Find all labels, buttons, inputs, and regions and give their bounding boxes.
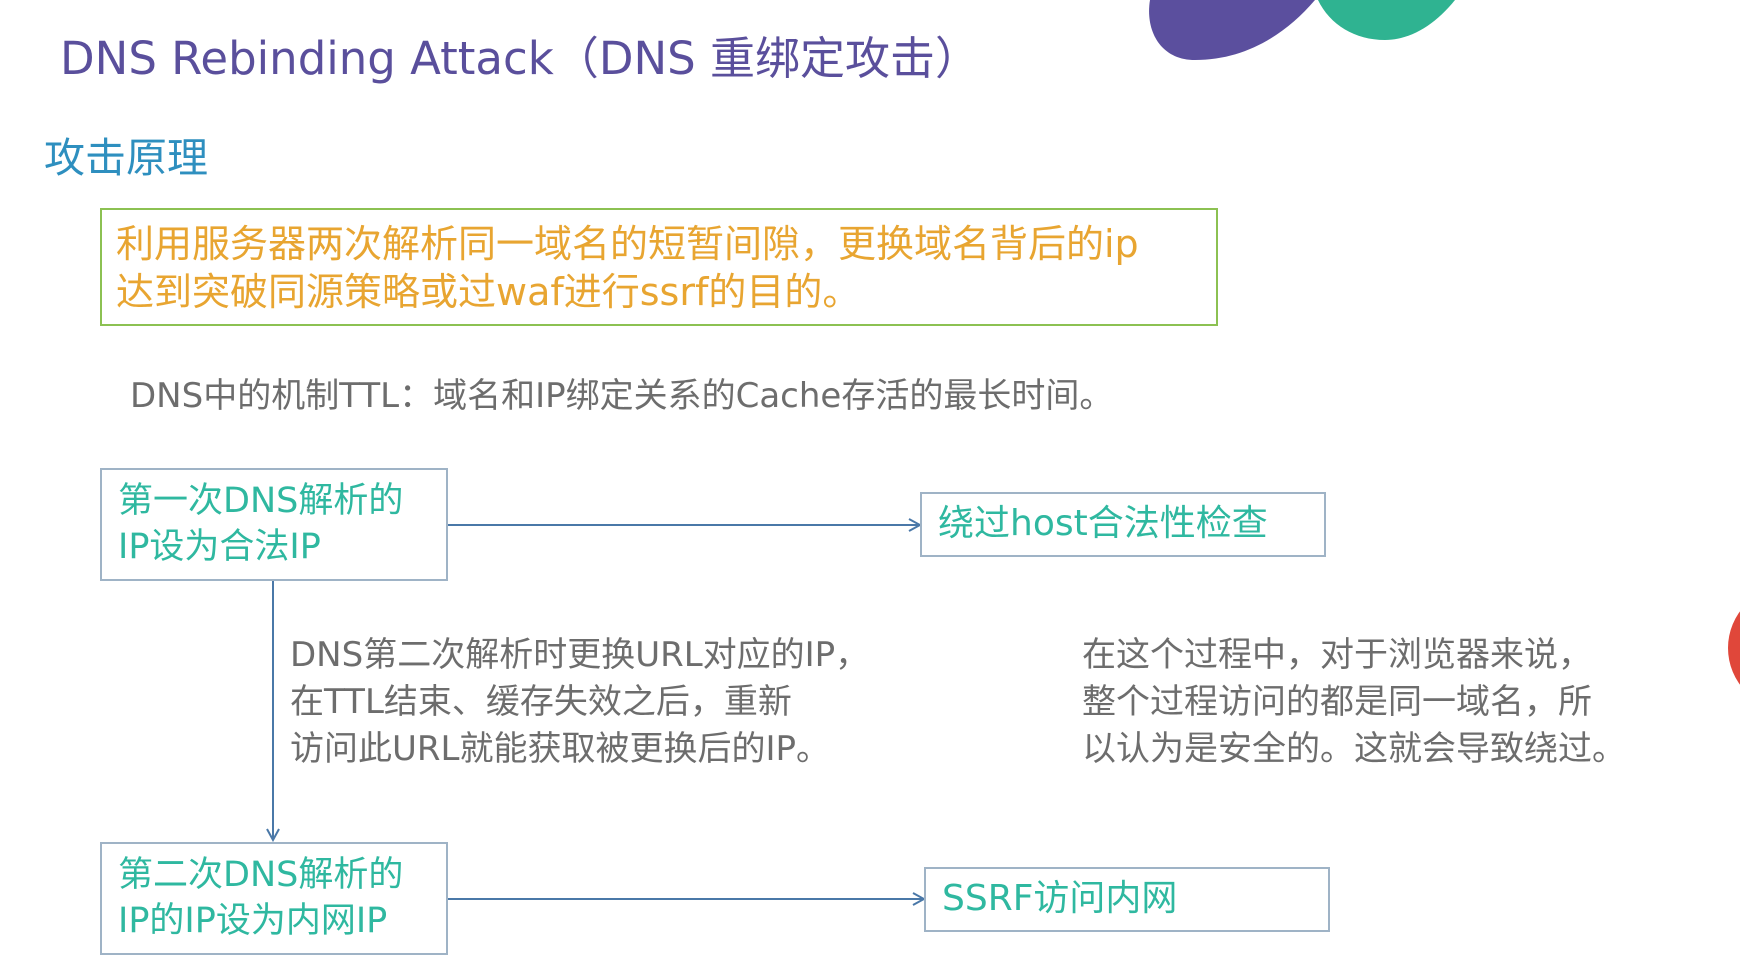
rebind-explanation-line-1: DNS第二次解析时更换URL对应的IP，	[290, 635, 870, 675]
first-resolution-box: 第一次DNS解析的 IP设为合法IP	[100, 468, 448, 581]
decorative-purple-shape	[1149, 0, 1315, 60]
first-result-box: 绕过host合法性检查	[920, 492, 1326, 557]
rebind-explanation-line-2: 在TTL结束、缓存失效之后，重新	[290, 682, 792, 722]
principle-line-2: 达到突破同源策略或过waf进行ssrf的目的。	[116, 270, 861, 314]
rebind-explanation: DNS第二次解析时更换URL对应的IP， 在TTL结束、缓存失效之后，重新 访问…	[290, 632, 869, 773]
first-resolution-line-1: 第一次DNS解析的	[118, 481, 404, 521]
section-heading: 攻击原理	[44, 134, 208, 182]
second-resolution-line-2: IP的IP设为内网IP	[118, 901, 388, 941]
second-result-box: SSRF访问内网	[924, 867, 1330, 932]
second-resolution-box: 第二次DNS解析的 IP的IP设为内网IP	[100, 842, 448, 955]
browser-explanation-line-3: 以认为是安全的。这就会导致绕过。	[1082, 729, 1626, 769]
principle-line-1: 利用服务器两次解析同一域名的短暂间隙，更换域名背后的ip	[116, 222, 1139, 266]
browser-explanation-line-1: 在这个过程中，对于浏览器来说，	[1082, 635, 1592, 675]
page-title: DNS Rebinding Attack（DNS 重绑定攻击）	[60, 32, 980, 85]
decorative-teal-shape	[1318, 0, 1455, 40]
ttl-note: DNS中的机制TTL：域名和IP绑定关系的Cache存活的最长时间。	[130, 376, 1114, 416]
browser-explanation-line-2: 整个过程访问的都是同一域名，所	[1082, 682, 1592, 722]
attack-principle-box: 利用服务器两次解析同一域名的短暂间隙，更换域名背后的ip 达到突破同源策略或过w…	[100, 208, 1218, 326]
decorative-red-circle	[1728, 611, 1740, 685]
rebind-explanation-line-3: 访问此URL就能获取被更换后的IP。	[290, 729, 830, 769]
first-resolution-line-2: IP设为合法IP	[118, 527, 321, 567]
second-resolution-line-1: 第二次DNS解析的	[118, 855, 404, 895]
browser-explanation: 在这个过程中，对于浏览器来说， 整个过程访问的都是同一域名，所 以认为是安全的。…	[1082, 632, 1626, 773]
